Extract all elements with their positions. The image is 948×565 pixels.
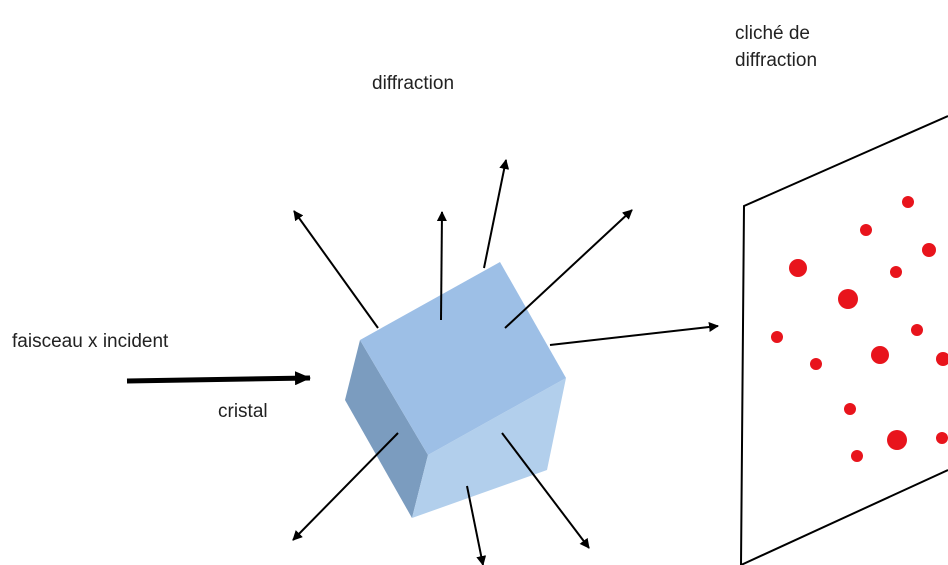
diffraction-spots (771, 196, 948, 462)
spot (838, 289, 858, 309)
spot (911, 324, 923, 336)
spot (810, 358, 822, 370)
ray-up (441, 212, 442, 320)
ray-right-to-screen (550, 326, 718, 345)
spot (887, 430, 907, 450)
spot (936, 352, 948, 366)
diffraction-pattern-label-line2: diffraction (735, 47, 817, 74)
diffraction-label: diffraction (372, 72, 454, 96)
crystal-label: cristal (218, 400, 268, 424)
spot (844, 403, 856, 415)
spot (922, 243, 936, 257)
ray-up-steep (484, 160, 506, 268)
diffraction-screen (741, 116, 948, 565)
ray-up-left (294, 211, 378, 328)
spot (902, 196, 914, 208)
spot (771, 331, 783, 343)
incident-beam-arrow (127, 378, 310, 381)
ray-up-right (505, 210, 632, 328)
ray-down (467, 486, 483, 565)
spot (851, 450, 863, 462)
spot (789, 259, 807, 277)
incident-beam-label: faisceau x incident (12, 330, 168, 354)
ray-down-left (293, 433, 398, 540)
spot (936, 432, 948, 444)
diffraction-pattern-label-line1: cliché de (735, 20, 817, 47)
spot (871, 346, 889, 364)
diffraction-pattern-label: cliché de diffraction (735, 20, 817, 74)
spot (860, 224, 872, 236)
spot (890, 266, 902, 278)
